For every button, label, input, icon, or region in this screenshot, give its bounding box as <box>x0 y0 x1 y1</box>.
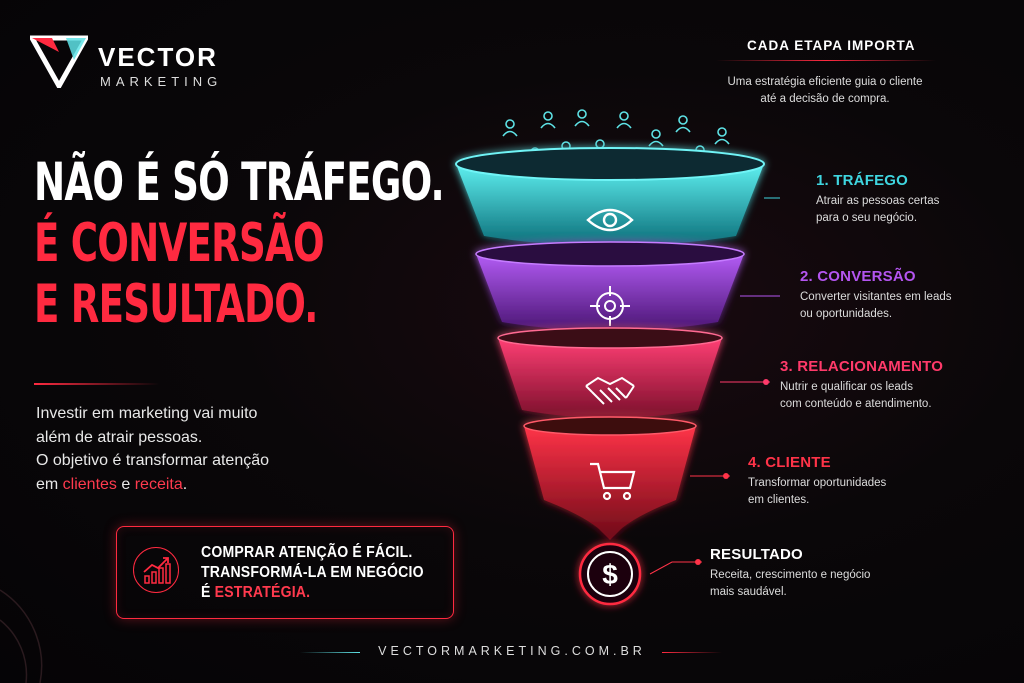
strategy-callout: COMPRAR ATENÇÃO É FÁCIL. TRANSFORMÁ-LA E… <box>116 526 454 619</box>
headline-line-3: E RESULTADO. <box>34 274 318 335</box>
target-icon <box>590 286 630 326</box>
intro-text: . <box>182 475 188 493</box>
stage-desc-2: mais saudável. <box>710 586 787 598</box>
handshake-icon <box>585 376 635 405</box>
stage-title: 1. TRÁFEGO <box>816 172 909 189</box>
section-subtitle: Uma estratégia eficiente guia o cliente … <box>700 74 950 108</box>
section-title: CADA ETAPA IMPORTA <box>747 38 916 53</box>
callout-highlight: ESTRATÉGIA. <box>214 584 311 601</box>
stage-desc-2: ou oportunidades. <box>800 308 893 320</box>
callout-text-part: É <box>201 584 215 601</box>
stage-title: 2. CONVERSÃO <box>800 268 916 285</box>
person-icon <box>616 111 632 129</box>
stage-resultado: RESULTADO Receita, crescimento e negócio… <box>710 546 870 601</box>
stage-trafego: 1. TRÁFEGO Atrair as pessoas certas para… <box>816 172 939 227</box>
callout-text: COMPRAR ATENÇÃO É FÁCIL. TRANSFORMÁ-LA E… <box>201 543 424 603</box>
intro-line-3: O objetivo é transformar atenção <box>36 452 270 469</box>
intro-highlight-receita: receita <box>134 475 183 493</box>
growth-chart-icon <box>133 547 179 593</box>
intro-text: e <box>116 475 135 493</box>
callout-line-1: COMPRAR ATENÇÃO É FÁCIL. <box>201 544 413 561</box>
brand-name-bottom: MARKETING <box>100 74 223 89</box>
section-subtitle-line-1: Uma estratégia eficiente guia o cliente <box>727 76 923 88</box>
stage-cliente: 4. CLIENTE Transformar oportunidades em … <box>748 454 886 509</box>
funnel-tier-cliente <box>523 416 697 540</box>
footer-line-right <box>662 652 722 653</box>
intro-line-1: Investir em marketing vai muito <box>36 405 258 422</box>
vector-logo-icon <box>30 35 88 88</box>
person-icon <box>675 115 691 133</box>
person-icon <box>648 129 664 147</box>
headline-line-2: É CONVERSÃO <box>34 213 325 274</box>
stage-desc-2: para o seu negócio. <box>816 212 918 224</box>
brand-name-top: VECTOR <box>98 42 218 72</box>
decorative-arcs <box>0 589 43 683</box>
stage-desc-2: com conteúdo e atendimento. <box>780 398 932 410</box>
stage-desc-1: Converter visitantes em leads <box>800 291 952 303</box>
person-icon <box>574 109 590 127</box>
brand-logo: VECTOR MARKETING <box>30 34 220 94</box>
footer-website: VECTORMARKETING.COM.BR <box>378 644 646 658</box>
callout-line-3: É ESTRATÉGIA. <box>201 583 424 603</box>
headline-divider <box>34 383 159 385</box>
person-icon <box>540 111 556 129</box>
funnel-tier-relacionamento <box>497 327 723 418</box>
intro-line-2: além de atrair pessoas. <box>36 428 203 446</box>
stage-desc-1: Receita, crescimento e negócio <box>710 569 871 581</box>
intro-line-4: em clientes e receita. <box>36 473 326 497</box>
stage-desc-1: Nutrir e qualificar os leads <box>780 381 913 393</box>
person-icon <box>714 127 730 145</box>
callout-line-2: TRANSFORMÁ-LA EM NEGÓCIO <box>201 564 424 581</box>
stage-desc-1: Transformar oportunidades <box>748 477 887 489</box>
stage-desc-2: em clientes. <box>748 494 810 506</box>
stage-desc-1: Atrair as pessoas certas <box>816 195 940 207</box>
sales-funnel: $ <box>455 109 780 606</box>
connector-lines <box>649 197 780 575</box>
stage-title: 4. CLIENTE <box>748 454 831 471</box>
headline: NÃO É SÓ TRÁFEGO. É CONVERSÃO E RESULTAD… <box>34 152 474 335</box>
funnel-tier-trafego <box>455 147 765 246</box>
stage-title: RESULTADO <box>710 546 803 563</box>
person-icon <box>502 119 518 137</box>
dollar-icon: $ <box>578 542 642 606</box>
cart-icon <box>590 462 636 501</box>
section-title-underline <box>716 60 936 61</box>
intro-highlight-clientes: clientes <box>62 475 117 493</box>
stage-conversao: 2. CONVERSÃO Converter visitantes em lea… <box>800 268 951 323</box>
footer-line-left <box>300 652 360 653</box>
section-subtitle-line-2: até a decisão de compra. <box>760 93 890 105</box>
intro-paragraph: Investir em marketing vai muito além de … <box>36 402 326 496</box>
stage-relacionamento: 3. RELACIONAMENTO Nutrir e qualificar os… <box>780 358 943 413</box>
svg-text:$: $ <box>602 559 618 590</box>
headline-line-1: NÃO É SÓ TRÁFEGO. <box>34 152 445 213</box>
stage-title: 3. RELACIONAMENTO <box>780 358 944 375</box>
intro-text: em <box>36 475 63 493</box>
eye-icon <box>586 208 634 232</box>
